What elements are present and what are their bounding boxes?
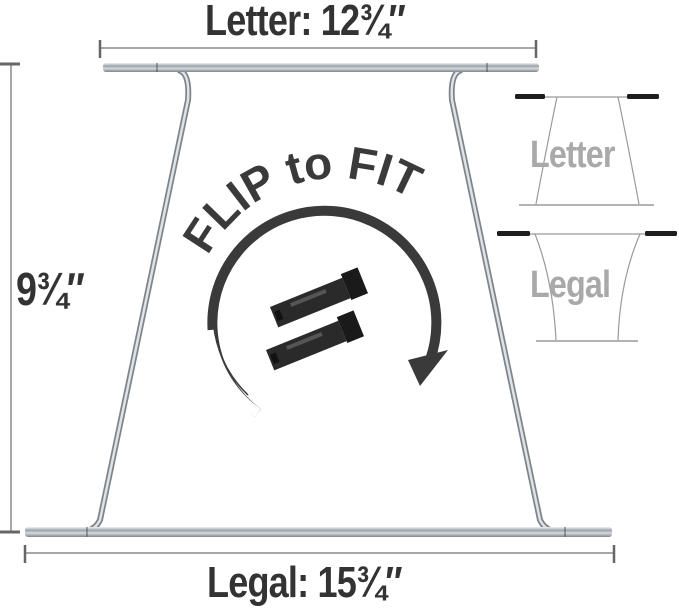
letter-width-label: Letter: 12¾″ bbox=[205, 0, 406, 45]
flip-arrow-icon bbox=[205, 205, 448, 418]
frame-height-label: 9¾″ bbox=[16, 263, 85, 315]
main-frame bbox=[25, 63, 612, 537]
height-dimension-line bbox=[0, 62, 20, 534]
connector-clip-icon bbox=[266, 267, 369, 371]
bottom-dimension-line bbox=[23, 545, 616, 563]
flip-to-fit-text: FLIP to FIT bbox=[172, 136, 430, 261]
letter-thumbnail-label: Letter bbox=[530, 134, 615, 176]
legal-frame-thumbnail bbox=[497, 231, 677, 342]
top-dimension-line bbox=[98, 40, 538, 58]
letter-frame-thumbnail bbox=[515, 94, 659, 206]
legal-width-label: Legal: 15¾″ bbox=[207, 558, 403, 607]
legal-thumbnail-label: Legal bbox=[530, 264, 611, 306]
